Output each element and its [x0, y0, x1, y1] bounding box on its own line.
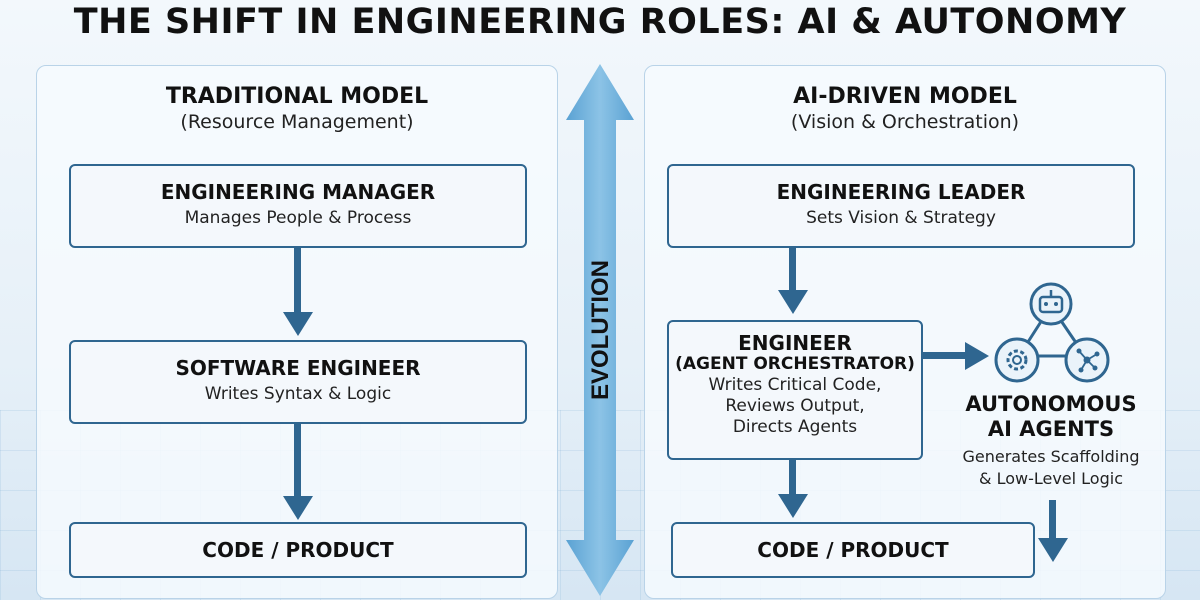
arrow-head [283, 496, 313, 520]
agents-title-line-2: AI AGENTS [987, 417, 1115, 441]
traditional-model-subheading: (Resource Management) [180, 111, 414, 133]
traditional-model-heading: TRADITIONAL MODEL [165, 84, 429, 109]
code-product-box-right: CODE / PRODUCT [671, 522, 1035, 578]
engineer-line-3: Directs Agents [732, 417, 858, 437]
ai-driven-model-panel: AI-DRIVEN MODEL (Vision & Orchestration)… [644, 65, 1166, 599]
ai-driven-model-heading: AI-DRIVEN MODEL [793, 84, 1017, 109]
arrow-leader-to-engineer [789, 248, 796, 292]
arrow-head [1038, 538, 1068, 562]
software-engineer-box: SOFTWARE ENGINEER Writes Syntax & Logic [69, 340, 527, 424]
arrow-engineer-to-product [789, 460, 796, 496]
arrow-manager-to-engineer [294, 248, 301, 314]
evolution-arrow: EVOLUTION [566, 64, 634, 596]
ai-driven-model-header: AI-DRIVEN MODEL (Vision & Orchestration) [645, 84, 1165, 133]
engineering-manager-title: ENGINEERING MANAGER [160, 180, 436, 204]
arrow-engineer-to-product [294, 424, 301, 498]
autonomous-agents-label: AUTONOMOUS AI AGENTS Generates Scaffoldi… [943, 392, 1159, 490]
page-title: THE SHIFT IN ENGINEERING ROLES: AI & AUT… [73, 2, 1127, 42]
arrow-head [778, 494, 808, 518]
engineering-leader-box: ENGINEERING LEADER Sets Vision & Strateg… [667, 164, 1135, 248]
ai-agents-icon-cluster [994, 282, 1110, 383]
evolution-label: EVOLUTION [587, 260, 614, 400]
arrow-head [965, 342, 989, 370]
engineer-line-2: Reviews Output, [725, 396, 865, 416]
agents-title-line-1: AUTONOMOUS [965, 392, 1137, 416]
engineer-role: (AGENT ORCHESTRATOR) [675, 354, 915, 374]
arrow-head [778, 290, 808, 314]
code-product-title-left: CODE / PRODUCT [202, 538, 394, 562]
software-engineer-subtitle: Writes Syntax & Logic [204, 384, 392, 404]
network-icon [1064, 337, 1110, 383]
code-product-box-left: CODE / PRODUCT [69, 522, 527, 578]
ai-driven-model-subheading: (Vision & Orchestration) [790, 111, 1020, 133]
engineering-manager-box: ENGINEERING MANAGER Manages People & Pro… [69, 164, 527, 248]
engineering-leader-title: ENGINEERING LEADER [776, 180, 1026, 204]
engineering-leader-subtitle: Sets Vision & Strategy [806, 208, 996, 228]
traditional-model-header: TRADITIONAL MODEL (Resource Management) [37, 84, 557, 133]
arrow-engineer-to-agents [923, 352, 967, 359]
software-engineer-title: SOFTWARE ENGINEER [175, 356, 421, 380]
traditional-model-panel: TRADITIONAL MODEL (Resource Management) … [36, 65, 558, 599]
arrow-head [283, 312, 313, 336]
code-product-title-right: CODE / PRODUCT [757, 538, 949, 562]
engineer-title: ENGINEER [738, 331, 852, 355]
engineer-orchestrator-box: ENGINEER (AGENT ORCHESTRATOR) Writes Cri… [667, 320, 923, 460]
robot-icon [1029, 282, 1073, 326]
engineering-manager-subtitle: Manages People & Process [184, 208, 412, 228]
gear-icon [994, 337, 1040, 383]
engineer-line-1: Writes Critical Code, [708, 375, 882, 395]
agents-desc-line-2: & Low-Level Logic [979, 469, 1123, 488]
agents-desc-line-1: Generates Scaffolding [962, 447, 1140, 466]
arrow-agents-to-product [1049, 500, 1056, 540]
